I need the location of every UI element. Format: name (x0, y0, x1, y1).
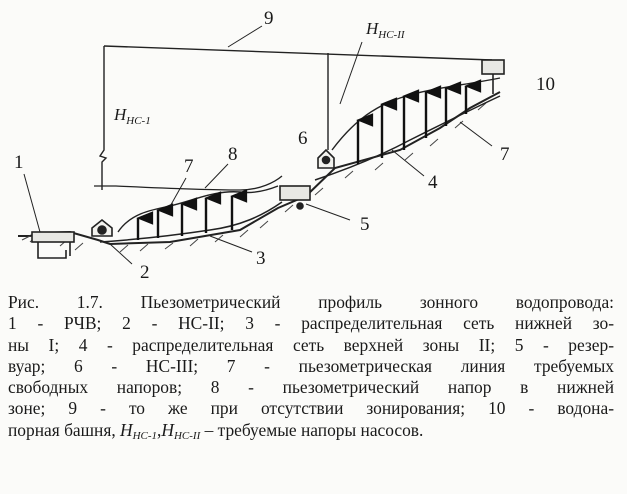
label-H-nc2: HНС-II (365, 19, 406, 41)
clean-water-reservoir (31, 231, 75, 259)
callout-10: 10 (536, 74, 555, 95)
callout-2: 2 (140, 262, 150, 283)
leader-1 (23, 173, 41, 233)
arrows-upper-zone (356, 79, 482, 164)
piezometric-line-lower-zone (94, 175, 283, 191)
callout-7-upper: 7 (500, 144, 510, 165)
figure-caption: Рис. 1.7. Пьезометрический профиль зонно… (8, 292, 614, 447)
callout-9: 9 (264, 8, 274, 29)
leader-9 (227, 25, 263, 48)
caption-line: зоне; 9 - то же при отсутствии зонирован… (8, 398, 614, 419)
caption-line: Рис. 1.7. Пьезометрический профиль зонно… (8, 292, 614, 312)
reservoir (279, 185, 311, 210)
pump-station-ns3 (317, 148, 335, 169)
caption-line: 1 - РЧВ; 2 - НС-II; 3 - распределительна… (8, 313, 614, 334)
required-head-line-lower (117, 185, 279, 233)
leader-7b (459, 121, 493, 147)
caption-line: вуар; 6 - НС-III; 7 - пьезометрическая л… (8, 355, 614, 376)
leader-5 (305, 203, 351, 221)
leader-4 (391, 149, 425, 177)
network-lower-zone-line (99, 201, 283, 243)
leader-7a (167, 177, 187, 211)
callout-1: 1 (14, 152, 24, 173)
callout-6: 6 (298, 128, 308, 149)
callout-7-lower: 7 (184, 156, 194, 177)
water-tower (481, 59, 505, 94)
zoned-water-supply-profile-diagram: 1 2 3 4 5 6 7 7 8 9 10 HНС-1 HНС-II (14, 8, 555, 283)
label-H-nc1: HНС-1 (113, 105, 151, 127)
callout-5: 5 (360, 214, 370, 235)
callout-3: 3 (256, 248, 266, 269)
callout-8: 8 (228, 144, 238, 165)
leader-H-nc2 (339, 41, 363, 105)
piezometric-line-no-zoning (103, 45, 493, 61)
caption-line: свободных напоров; 8 - пьезометрический … (8, 377, 614, 398)
pump-station-ns2 (91, 218, 113, 237)
caption-line: ны I; 4 - распределительная сеть верхней… (8, 334, 614, 355)
head-verticals (98, 46, 493, 190)
caption-line-last: порная башня, HНС-1,HНС-II – требуемые н… (8, 419, 424, 442)
callout-4: 4 (428, 172, 438, 193)
leader-2 (109, 243, 133, 265)
ground-profile (18, 91, 501, 246)
network-upper-zone-line (314, 95, 501, 181)
arrows-lower-zone (136, 189, 248, 240)
leader-3 (209, 235, 253, 253)
leader-8 (204, 163, 229, 189)
